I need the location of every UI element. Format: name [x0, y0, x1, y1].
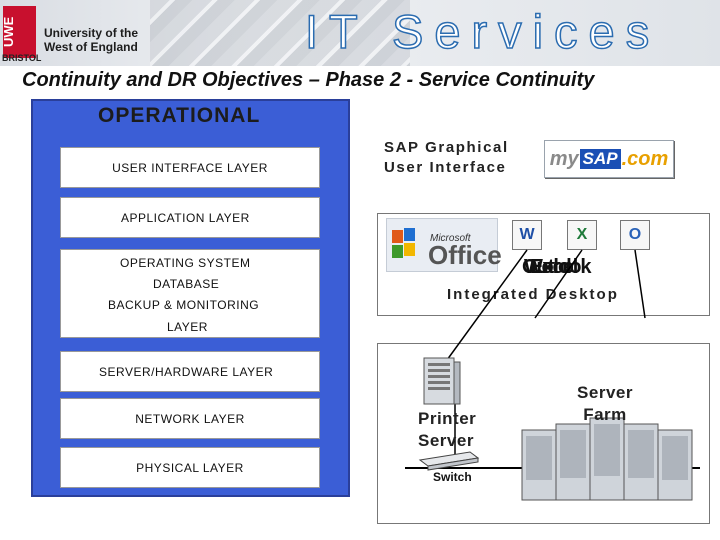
sap-gui-label-line1: SAP Graphical [384, 139, 509, 156]
os-database-backup-layer [60, 249, 320, 338]
connector-word [446, 249, 528, 361]
backup-monitoring-label: BACKUP & MONITORING [108, 298, 260, 312]
printer-server-label-line2: Server [418, 431, 474, 450]
application-layer: APPLICATION LAYER [60, 197, 320, 238]
page-title: Continuity and DR Objectives – Phase 2 -… [22, 69, 595, 91]
server-farm-label-line1: Server [577, 383, 633, 402]
server-farm-label: Server Farm [572, 382, 638, 426]
server-farm-label-line2: Farm [583, 405, 627, 424]
connector-excel [534, 249, 583, 319]
integrated-desktop-label: Integrated Desktop [447, 286, 619, 303]
database-label: DATABASE [153, 277, 220, 291]
mysap-logo-sap: SAP [579, 149, 621, 169]
operating-system-label: OPERATING SYSTEM [120, 256, 251, 270]
word-icon: W [512, 220, 542, 250]
banner-title: IT Services [304, 4, 661, 59]
backup-layer-label: LAYER [167, 320, 208, 334]
mysap-logo-my: my [549, 147, 579, 170]
uwe-logo [3, 6, 36, 58]
logo-city: BRISTOL [2, 53, 42, 63]
keyboard-background [150, 0, 410, 66]
switch-icon [418, 451, 480, 471]
outlook-icon: O [620, 220, 650, 250]
connector-outlook [634, 249, 646, 319]
excel-icon: X [567, 220, 597, 250]
word-label: Word [524, 256, 572, 278]
sap-gui-label-line2: User Interface [384, 159, 507, 176]
university-name-line2: West of England [44, 40, 138, 54]
office-squares-icon [392, 228, 415, 258]
printer-server-icon [423, 357, 461, 405]
university-name-line1: University of the [44, 26, 139, 40]
network-layer: NETWORK LAYER [60, 398, 320, 439]
office-word-text: Office [428, 240, 502, 270]
server-hardware-layer: SERVER/HARDWARE LAYER [60, 351, 320, 392]
user-interface-layer: USER INTERFACE LAYER [60, 147, 320, 188]
printer-server-label-line1: Printer [418, 409, 477, 428]
printer-server-label: Printer Server [418, 408, 476, 452]
operational-title: OPERATIONAL [98, 104, 261, 127]
switch-label: Switch [433, 470, 472, 484]
server-farm-icon [521, 417, 693, 501]
physical-layer: PHYSICAL LAYER [60, 447, 320, 488]
mysap-logo-com: .com [621, 147, 669, 170]
office-microsoft-text: Microsoft [430, 233, 471, 244]
sap-gui-label: SAP Graphical User Interface [384, 138, 509, 178]
